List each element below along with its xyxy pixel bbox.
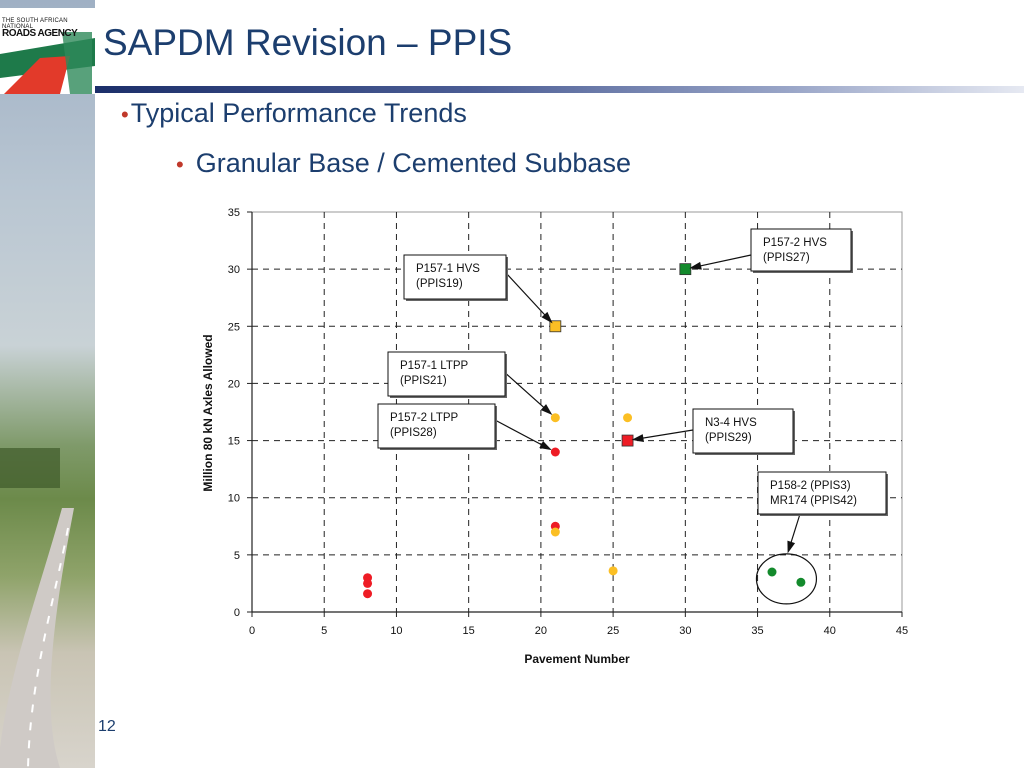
annotation-box xyxy=(403,254,507,300)
annotation-label: (PPIS21) xyxy=(400,375,447,387)
sidebar-landscape: THE SOUTH AFRICAN NATIONAL ROADS AGENCY xyxy=(0,0,95,768)
annotation-label: (PPIS29) xyxy=(705,432,752,444)
annotation-arrow xyxy=(692,254,752,269)
x-tick-label: 15 xyxy=(463,625,475,637)
annotation-label: N3-4 HVS xyxy=(705,417,757,429)
data-point xyxy=(550,413,560,423)
x-tick-label: 10 xyxy=(390,625,402,637)
chart-marks xyxy=(363,263,806,599)
data-point-square xyxy=(679,263,692,276)
y-tick-label: 10 xyxy=(228,493,240,505)
annotation-label: MR174 (PPIS42) xyxy=(770,495,857,507)
annotation-label: (PPIS28) xyxy=(390,427,437,439)
data-point xyxy=(767,567,777,577)
x-tick-label: 40 xyxy=(824,625,836,637)
annotation-arrowhead xyxy=(540,404,553,416)
annotation-label: P157-1 LTPP xyxy=(400,360,469,372)
road-image xyxy=(0,448,74,768)
annotation-arrowhead xyxy=(787,540,796,554)
annotation-box xyxy=(750,228,852,272)
x-tick-label: 45 xyxy=(896,625,908,637)
bullet-level1-text: Typical Performance Trends xyxy=(130,98,467,128)
annotation-box xyxy=(692,408,794,454)
annotation-label: P157-2 HVS xyxy=(763,237,827,249)
annotation-box xyxy=(757,471,887,515)
data-point xyxy=(363,589,373,599)
y-tick-label: 35 xyxy=(228,207,240,219)
x-tick-label: 5 xyxy=(321,625,327,637)
data-point-square xyxy=(549,320,562,333)
data-point-square xyxy=(621,434,634,447)
annotation-label: (PPIS27) xyxy=(763,252,810,264)
annotation-label: P158-2 (PPIS3) xyxy=(770,480,851,492)
scatter-chart: 0 5 10 15 20 25 30 35 40 45 0 5 10 15 20 25 30 35 P157-1 … xyxy=(201,207,908,666)
logo xyxy=(0,8,95,94)
x-tick-label: 30 xyxy=(679,625,691,637)
data-point xyxy=(623,413,633,423)
annotation-label: (PPIS19) xyxy=(416,278,463,290)
x-tick-label: 20 xyxy=(535,625,547,637)
page-number: 12 xyxy=(98,718,116,735)
bullet-level2-text: Granular Base / Cemented Subbase xyxy=(195,148,631,178)
annotation-arrow xyxy=(634,429,694,441)
annotation-arrow xyxy=(501,369,551,414)
y-tick-label: 15 xyxy=(228,436,240,448)
data-point xyxy=(796,577,806,587)
chart-grid xyxy=(251,211,903,613)
annotation-arrowhead xyxy=(541,311,553,324)
y-tick-label: 0 xyxy=(234,607,240,619)
annotation-box xyxy=(387,351,506,397)
group-ellipse xyxy=(755,553,818,605)
logo-text-agency: ROADS AGENCY xyxy=(2,28,78,39)
x-tick-label: 35 xyxy=(751,625,763,637)
annotation-label: P157-2 LTPP xyxy=(390,412,459,424)
annotation-arrowhead xyxy=(689,261,702,270)
bullet-level2: • Granular Base / Cemented Subbase xyxy=(176,148,631,179)
annotation-arrowhead xyxy=(631,434,644,442)
y-tick-label: 25 xyxy=(228,321,240,333)
data-point xyxy=(550,447,560,457)
bullet-dot-icon: • xyxy=(121,102,129,127)
y-axis-label: Million 80 kN Axles Allowed xyxy=(201,334,215,491)
y-tick-label: 20 xyxy=(228,378,240,390)
chart-annotations: P157-1 HVS (PPIS19) P157-1 LTPP (PPIS21) P15… xyxy=(377,228,888,605)
y-tick-label: 30 xyxy=(228,264,240,276)
bullet-dot-icon: • xyxy=(176,152,184,177)
title-rule xyxy=(95,86,1024,93)
annotation-arrow xyxy=(505,272,552,322)
slide-title: SAPDM Revision – PPIS xyxy=(103,22,513,63)
x-axis-label: Pavement Number xyxy=(524,652,630,666)
annotation-box xyxy=(377,403,496,449)
annotation-arrow xyxy=(494,419,550,450)
annotation-arrowhead xyxy=(539,440,552,451)
annotation-label: P157-1 HVS xyxy=(416,263,480,275)
data-point xyxy=(608,566,618,576)
x-tick-label: 0 xyxy=(249,625,255,637)
x-tick-label: 25 xyxy=(607,625,619,637)
chart-axes: 0 5 10 15 20 25 30 35 40 45 0 5 10 15 20 25 30 35 xyxy=(228,207,908,637)
y-tick-label: 5 xyxy=(234,550,240,562)
bullet-level1: •Typical Performance Trends xyxy=(121,98,467,129)
logo-text: THE SOUTH AFRICAN NATIONAL xyxy=(2,18,68,30)
data-point xyxy=(550,527,560,537)
data-point xyxy=(363,578,373,588)
